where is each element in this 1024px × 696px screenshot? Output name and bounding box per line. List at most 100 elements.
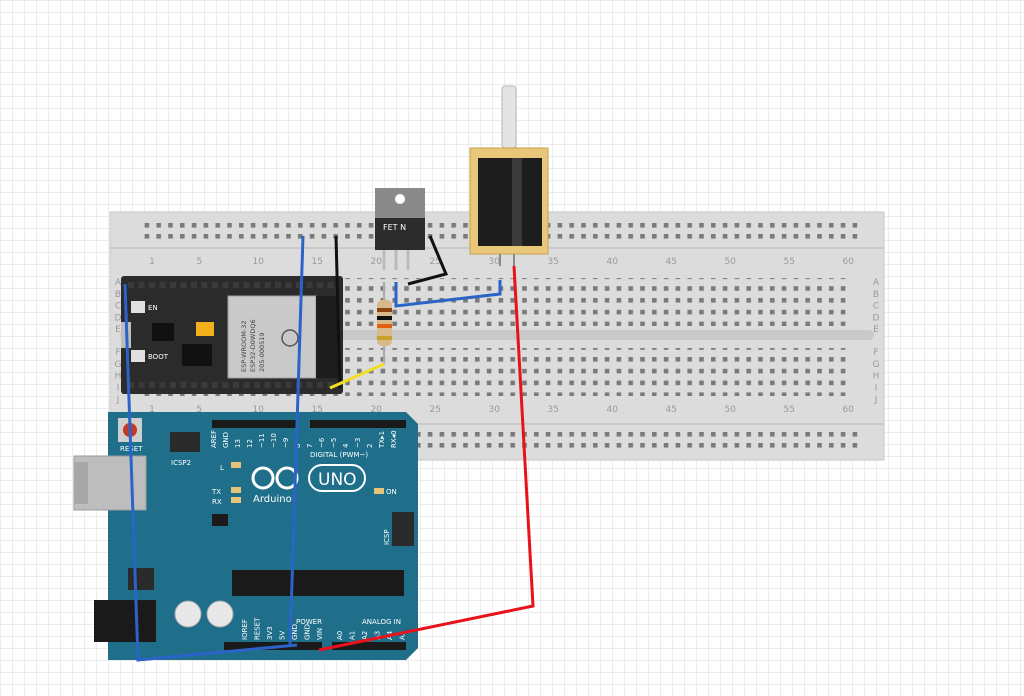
esp32-pin-header-top — [124, 279, 334, 289]
column-number: 1 — [149, 405, 155, 415]
arduino-pin-label: GND — [304, 624, 312, 640]
row-letter: J — [116, 395, 120, 405]
row-letter: C — [873, 302, 879, 312]
arduino-pin-label: GND — [222, 432, 230, 448]
arduino-pcb — [108, 412, 418, 660]
arduino-pin-label: A5 — [399, 631, 407, 640]
arduino-pin-label: A0 — [336, 631, 344, 640]
column-number: 60 — [842, 405, 854, 415]
arduino-main-chip — [232, 570, 404, 596]
arduino-on-label: ON — [386, 488, 397, 496]
espressif-logo-icon — [281, 329, 299, 347]
esp32-boot-button[interactable] — [131, 350, 145, 362]
arduino-icsp-header — [392, 512, 414, 546]
solenoid-plunger — [501, 85, 517, 149]
arduino-brand: Arduino — [253, 494, 292, 505]
arduino-uno-badge — [308, 464, 366, 492]
row-letter: I — [117, 383, 120, 393]
esp32-board: EN BOOT ESP-WROOM-32 ESP32-D0WDQ6 205-00… — [121, 276, 343, 394]
arduino-pin-label: ~9 — [282, 438, 290, 448]
column-number: 45 — [665, 257, 676, 267]
esp32-boot-label: BOOT — [148, 353, 169, 361]
column-number: 20 — [370, 257, 382, 267]
fet-label: FET N — [383, 223, 406, 232]
column-number: 40 — [606, 405, 618, 415]
resistor — [377, 282, 392, 364]
esp32-module-line-1: ESP-WROOM-32 — [240, 321, 248, 373]
row-letter: I — [875, 383, 878, 393]
arduino-pin-label: 2 — [366, 444, 374, 448]
wires — [123, 235, 535, 662]
row-letter: G — [873, 360, 880, 370]
row-letter: H — [873, 372, 880, 382]
column-number: 25 — [429, 405, 440, 415]
row-letter: C — [115, 302, 121, 312]
esp32-antenna — [316, 296, 338, 378]
column-number: 30 — [488, 405, 500, 415]
row-letter: A — [115, 278, 122, 288]
wire-black-fet-drain — [407, 235, 449, 286]
esp32-regulator — [196, 322, 214, 336]
arduino-dc-jack — [94, 600, 156, 642]
column-number: 15 — [311, 405, 322, 415]
row-letter: G — [115, 360, 122, 370]
esp32-usb-chip — [152, 323, 174, 341]
arduino-led-tx: TX — [211, 488, 221, 496]
column-number: 40 — [606, 257, 618, 267]
row-letter: B — [115, 290, 121, 300]
arduino-led-block: L TX RX — [211, 462, 241, 506]
row-letter: J — [874, 395, 878, 405]
esp32-en-button[interactable] — [131, 301, 145, 313]
arduino-pin-label: A2 — [361, 631, 369, 640]
column-number: 35 — [547, 257, 558, 267]
column-number: 1 — [149, 257, 155, 267]
arduino-capacitor-2 — [206, 600, 234, 628]
wire-blue-fet-to-solenoid — [394, 280, 502, 308]
arduino-pin-label: A3 — [374, 631, 382, 640]
arduino-pin-label: ~5 — [330, 438, 338, 448]
arduino-pin-label: 4 — [342, 443, 350, 448]
arduino-pin-label: 12 — [246, 439, 254, 448]
arduino-led-l: L — [220, 464, 224, 472]
arduino-power-label: POWER — [296, 618, 322, 626]
arduino-digital-label: DIGITAL (PWM~) — [310, 451, 368, 459]
arduino-pin-label: IOREF — [241, 619, 249, 640]
arduino-analog-header — [332, 642, 406, 650]
n-channel-fet: FET N — [375, 188, 425, 270]
arduino-pin-label: A1 — [349, 631, 357, 640]
arduino-pin-label: TX▸1 — [378, 431, 386, 449]
esp32-small-chip — [182, 344, 212, 366]
arduino-model: UNO — [318, 470, 357, 490]
arduino-pin-label: 7 — [306, 444, 314, 448]
arduino-led-rx: RX — [212, 498, 222, 506]
wire-yellow-gpio-to-resistor — [329, 362, 385, 390]
arduino-icsp2-label: ICSP2 — [171, 459, 191, 467]
column-number: 30 — [488, 257, 500, 267]
arduino-pin-label: 3V3 — [266, 626, 274, 640]
wire-black-esp-gnd — [334, 235, 342, 389]
column-number: 50 — [724, 405, 736, 415]
wire-blue-rail-to-gnd — [288, 235, 305, 646]
column-number: 25 — [429, 257, 440, 267]
arduino-digital-header-left — [212, 420, 298, 428]
column-number: 35 — [547, 405, 558, 415]
row-letter: D — [873, 313, 880, 323]
wire-red-solenoid-to-vin — [318, 265, 535, 652]
column-number: 60 — [842, 257, 854, 267]
row-letter: F — [873, 348, 878, 358]
column-number: 50 — [724, 257, 736, 267]
arduino-pin-label: 8 — [294, 444, 302, 448]
row-letter: D — [115, 313, 122, 323]
column-number: 5 — [196, 257, 202, 267]
arduino-small-chip — [212, 514, 228, 526]
arduino-pin-label: VIN — [316, 628, 324, 640]
esp32-en-label: EN — [148, 304, 158, 312]
row-letter: A — [873, 278, 880, 288]
row-letter: F — [115, 348, 120, 358]
arduino-infinity-logo-icon — [251, 466, 299, 490]
